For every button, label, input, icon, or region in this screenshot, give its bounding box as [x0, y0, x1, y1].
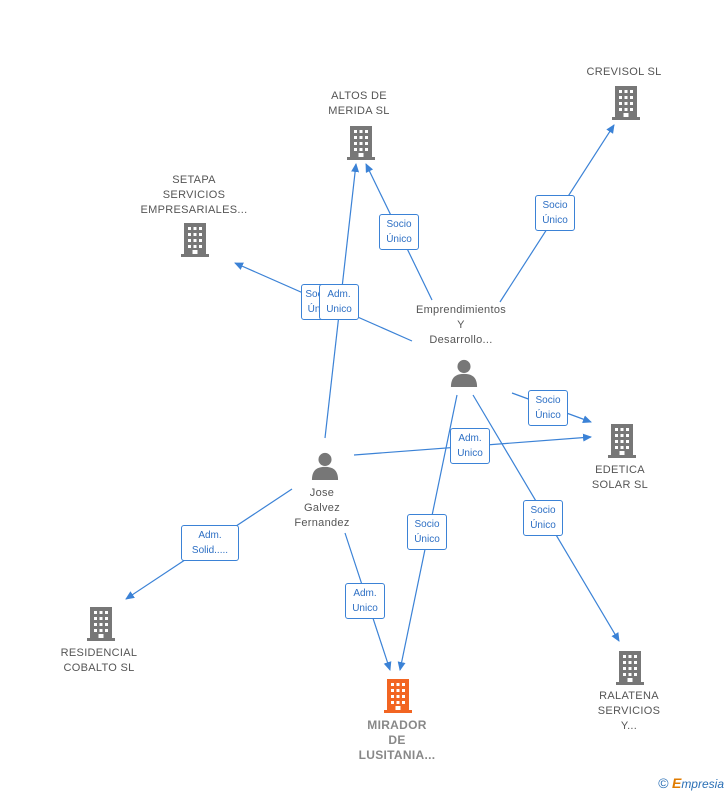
- brand-name: mpresia: [681, 777, 724, 791]
- edge-label-adm-mirador: Adm. Unico: [345, 583, 385, 619]
- ralatena-label[interactable]: RALATENA SERVICIOS Y...: [597, 690, 661, 732]
- edge-label-adm-edetica: Adm. Unico: [450, 428, 490, 464]
- crevisol-label[interactable]: CREVISOL SL: [586, 66, 662, 78]
- setapa-building-icon[interactable]: [181, 223, 209, 257]
- edge-label-adm-altos: Adm. Unico: [319, 284, 359, 320]
- jose-label[interactable]: Jose Galvez Fernandez: [294, 487, 350, 529]
- empresia-logo[interactable]: © Empresia: [658, 775, 724, 791]
- edge-label-socio-ralatena: Socio Único: [523, 500, 563, 536]
- ralatena-building-icon[interactable]: [616, 651, 644, 685]
- crevisol-building-icon[interactable]: [612, 86, 640, 120]
- jose-person-icon[interactable]: [311, 452, 339, 480]
- mirador-label[interactable]: MIRADOR DE LUSITANIA...: [358, 718, 436, 762]
- edetica-building-icon[interactable]: [608, 424, 636, 458]
- edge-label-socio-crevisol: Socio Único: [535, 195, 575, 231]
- residencial-label[interactable]: RESIDENCIAL COBALTO SL: [60, 647, 138, 674]
- copyright-symbol: ©: [658, 775, 669, 791]
- edge-label-adm-residencial: Adm. Solid.....: [181, 525, 239, 561]
- mirador-building-icon[interactable]: [384, 679, 412, 713]
- emprendimientos-label[interactable]: Emprendimientos Y Desarrollo...: [415, 304, 507, 346]
- residencial-building-icon[interactable]: [87, 607, 115, 641]
- altos-label[interactable]: ALTOS DE MERIDA SL: [328, 90, 390, 117]
- edge-label-socio-mirador: Socio Único: [407, 514, 447, 550]
- edge-label-socio-altos: Socio Único: [379, 214, 419, 250]
- brand-initial: E: [671, 775, 682, 791]
- altos-building-icon[interactable]: [347, 126, 375, 160]
- emprendimientos-person-icon[interactable]: [450, 359, 478, 387]
- edge-label-socio-edetica: Socio Único: [528, 390, 568, 426]
- edetica-label[interactable]: EDETICA SOLAR SL: [591, 464, 649, 491]
- setapa-label[interactable]: SETAPA SERVICIOS EMPRESARIALES...: [140, 174, 248, 216]
